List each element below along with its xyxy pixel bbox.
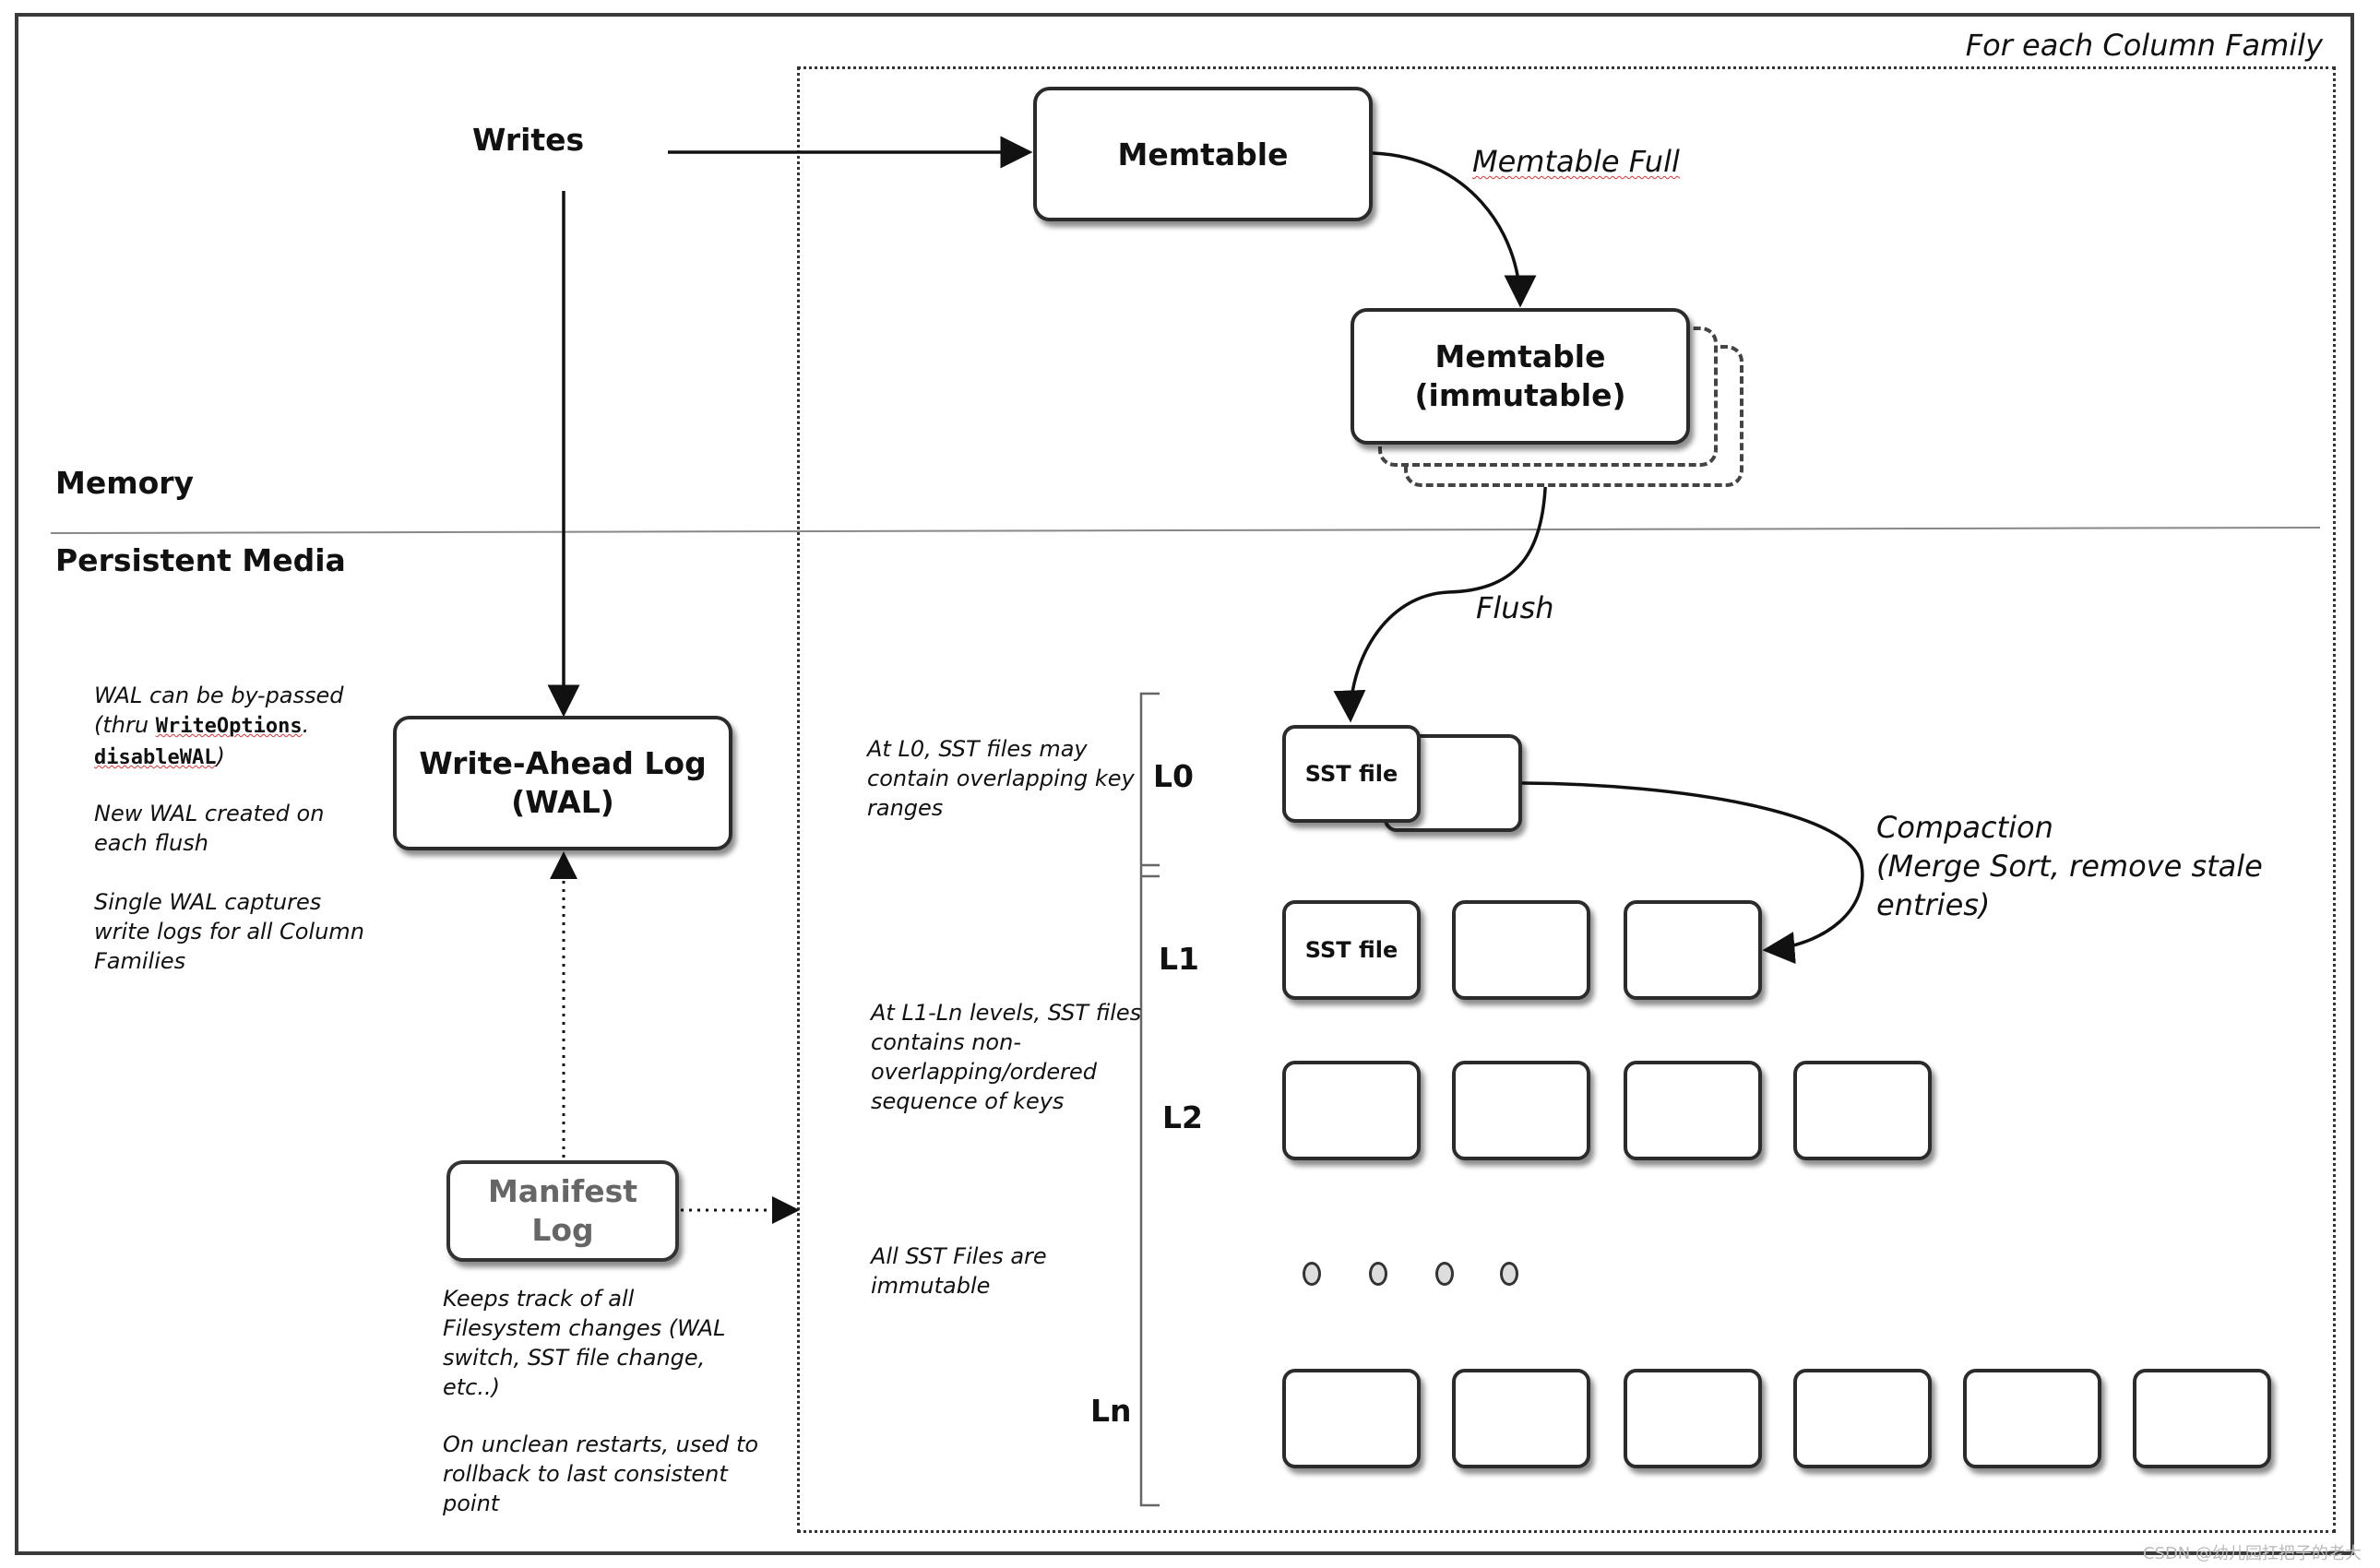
wal-bypass-line1: WAL can be by-passed [94,683,344,708]
sst-file-label: SST file [1304,761,1398,787]
memtable-box: Memtable [1033,87,1373,221]
immutable-note: All SST Files are immutable [871,1243,1047,1299]
sst-file-l2-1 [1282,1061,1421,1160]
memory-zone-label: Memory [55,465,195,501]
compaction-label: Compaction (Merge Sort, remove stale ent… [1876,810,2263,922]
immutable-memtable-box: Memtable (immutable) [1351,308,1690,445]
persistent-media-zone-label: Persistent Media [55,542,346,578]
watermark: CSDN @幼儿园扛把子的老大 [2142,1544,2362,1563]
memtable-full-label: Memtable Full [1472,144,1680,179]
wal-line1: Write-Ahead Log [419,745,707,781]
sst-file-ln-6 [2133,1369,2271,1468]
flush-arrow [1333,460,1548,723]
level-l1: L1 [1159,941,1199,977]
sst-file-label: SST file [1304,937,1398,963]
wal-bypass-note: WAL can be by-passed (thru WriteOptions.… [94,681,344,773]
ellipsis-dot [1369,1262,1387,1286]
flush-label: Flush [1476,590,1554,625]
sst-file-l1-1: SST file [1282,900,1421,1000]
wal-box: Write-Ahead Log (WAL) [393,716,732,850]
writes-label: Writes [472,122,585,158]
sst-file-ln-5 [1963,1369,2101,1468]
level-l2: L2 [1162,1099,1203,1135]
single-wal-note: Single WAL captures write logs for all C… [94,889,364,974]
writeoptions-code: WriteOptions [155,715,303,738]
immutable-memtable-line1: Memtable [1434,339,1606,374]
manifest-line2: Log [531,1212,594,1248]
sst-file-l2-3 [1624,1061,1762,1160]
level-ln: Ln [1090,1393,1132,1429]
sst-file-l1-3 [1624,900,1762,1000]
manifest-track-note: Keeps track of all Filesystem changes (W… [443,1286,726,1400]
sst-file-l1-2 [1452,900,1590,1000]
wal-bypass-line3: disableWAL) [94,743,225,769]
sst-file-l2-2 [1452,1061,1590,1160]
ellipsis-dot [1435,1262,1454,1286]
manifest-restart-note: On unclean restarts, used to rollback to… [443,1431,759,1516]
memtable-full-arrow [1372,151,1537,308]
manifest-log-box: Manifest Log [446,1160,679,1262]
immutable-memtable-line2: (immutable) [1414,377,1626,413]
sst-file-l0-front: SST file [1282,725,1421,823]
compaction-arrow [1521,781,1864,965]
l1-ln-note: At L1-Ln levels, SST files contains non-… [871,1000,1142,1114]
ellipsis-dot [1303,1262,1321,1286]
sst-file-ln-4 [1793,1369,1932,1468]
memory-divider [50,527,2321,534]
new-wal-note: New WAL created on each flush [94,801,325,856]
manifest-line1: Manifest [487,1173,638,1209]
wal-line2: (WAL) [511,784,614,820]
memtable-label: Memtable [1117,136,1289,172]
sst-file-l2-4 [1793,1061,1932,1160]
sst-file-ln-2 [1452,1369,1590,1468]
l0-bracket [1139,692,1160,1507]
sst-file-ln-3 [1624,1369,1762,1468]
sst-file-ln-1 [1282,1369,1421,1468]
l0-note: At L0, SST files may contain overlapping… [867,736,1135,821]
wal-bypass-line2: (thru WriteOptions. [94,712,310,738]
diagram-frame [15,13,2354,1555]
disablewal-code: disableWAL [94,746,217,769]
column-family-region [797,66,2336,1533]
ellipsis-dot [1500,1262,1518,1286]
column-family-label: For each Column Family [1965,28,2323,63]
level-l0: L0 [1153,758,1194,794]
